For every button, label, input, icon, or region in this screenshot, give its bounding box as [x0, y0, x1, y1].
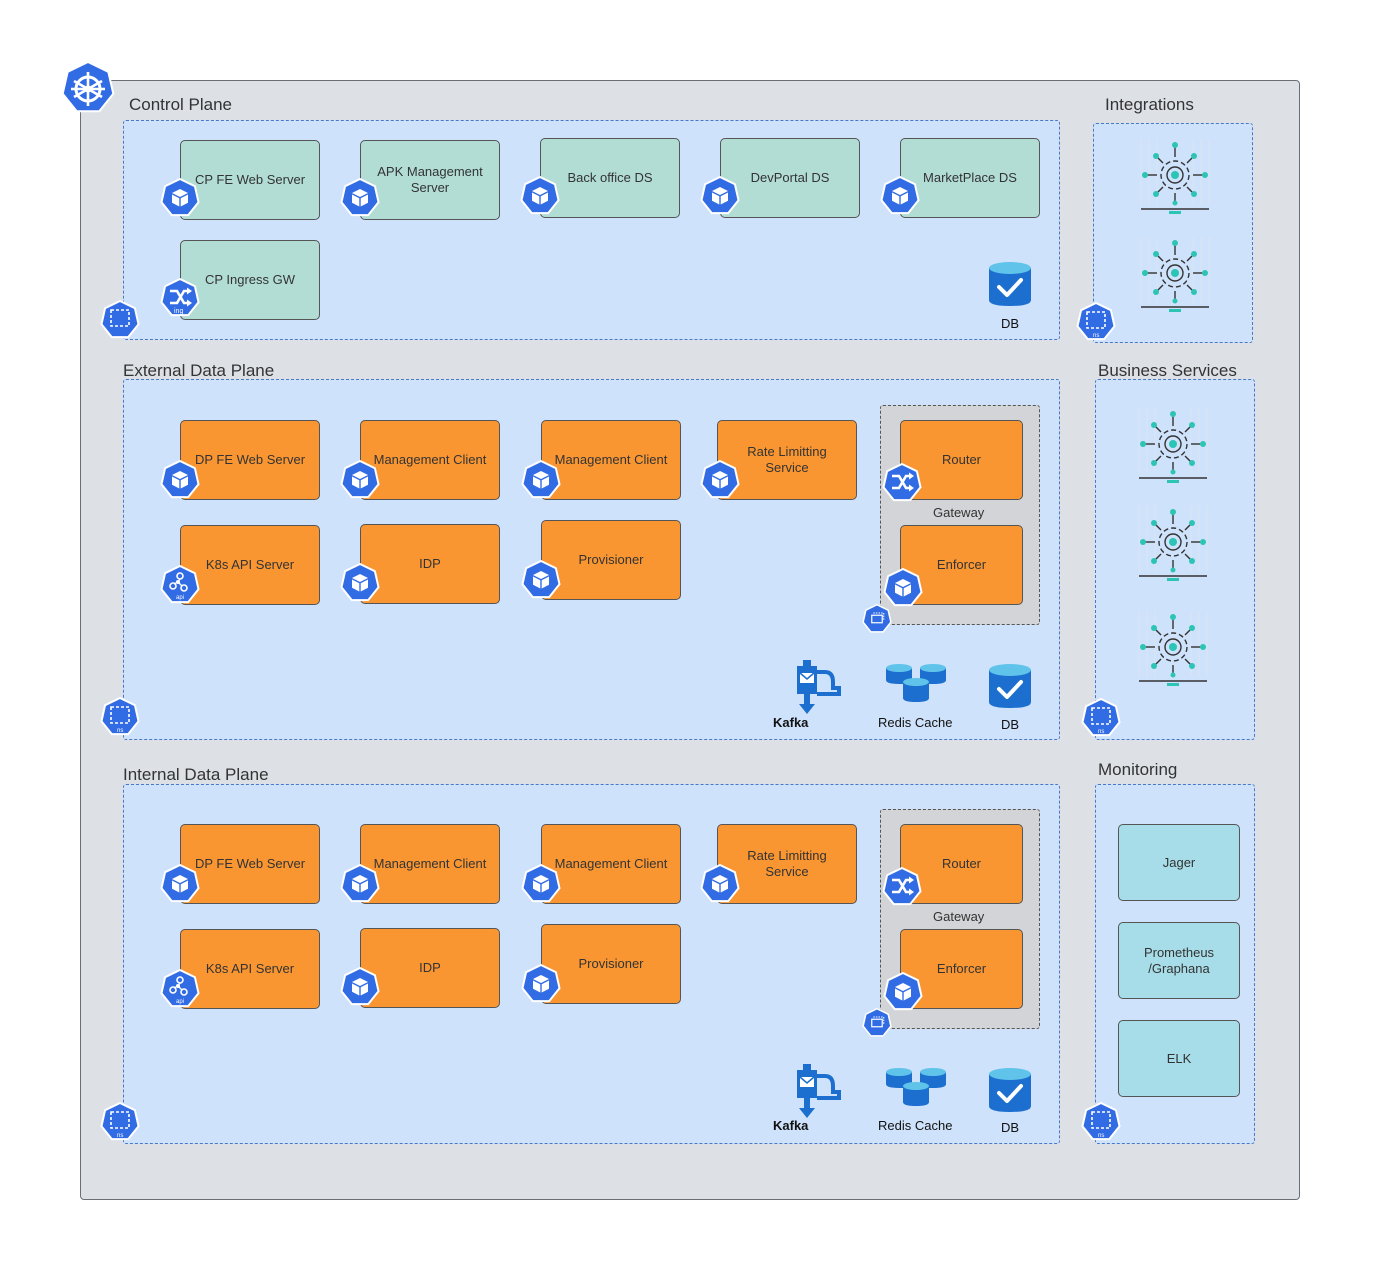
api-badge-text: api: [176, 595, 185, 601]
ns-badge-text: ns: [1098, 729, 1105, 735]
k8s-api-server-card[interactable]: K8s API Server: [180, 929, 320, 1009]
marketplace-ds-card[interactable]: MarketPlace DS: [900, 138, 1040, 218]
pod-icon: [160, 178, 200, 218]
pod-icon: [883, 972, 923, 1012]
redis-icon: [884, 662, 948, 706]
management-client-card[interactable]: Management Client: [541, 420, 681, 500]
ns-badge-text: ns: [1098, 1133, 1105, 1139]
management-client-card[interactable]: Management Client: [541, 824, 681, 904]
integrations-title: Integrations: [1105, 95, 1194, 114]
pod-icon: [520, 176, 560, 216]
ingress-icon: [882, 867, 922, 907]
ns-badge-text: ns: [117, 728, 124, 734]
jager-card[interactable]: Jager: [1118, 824, 1240, 901]
cp-ingress-gw-card[interactable]: CP Ingress GW: [180, 240, 320, 320]
pod-icon: [521, 864, 561, 904]
back-office-ds-card[interactable]: Back office DS: [540, 138, 680, 218]
integration-gear-icon: [1131, 607, 1215, 689]
internal-data-plane-title: Internal Data Plane: [123, 765, 269, 784]
database-icon: [986, 1066, 1034, 1114]
redis-cache-label: Redis Cache: [878, 715, 953, 730]
pod-icon: [700, 460, 740, 500]
redis-cache-label: Redis Cache: [878, 1118, 953, 1133]
rate-limiting-service-card[interactable]: Rate Limitting Service: [717, 420, 857, 500]
dp-fe-web-server-card[interactable]: DP FE Web Server: [180, 824, 320, 904]
business-services-title: Business Services: [1098, 361, 1237, 380]
idp-card[interactable]: IDP: [360, 524, 500, 604]
integration-gear-icon: [1131, 502, 1215, 584]
pod-icon: [880, 176, 920, 216]
pod-icon: [340, 178, 380, 218]
provisioner-card[interactable]: Provisioner: [541, 520, 681, 600]
gateway-label: Gateway: [929, 909, 989, 924]
devportal-ds-card[interactable]: DevPortal DS: [720, 138, 860, 218]
idp-card[interactable]: IDP: [360, 928, 500, 1008]
namespace-icon: [100, 300, 140, 340]
ns-badge-text: ns: [1093, 333, 1100, 339]
pod-icon: [160, 460, 200, 500]
pod-icon: [883, 568, 923, 608]
apk-management-server-card[interactable]: APK Management Server: [360, 140, 500, 220]
pod-icon: [700, 864, 740, 904]
pod-icon: [521, 560, 561, 600]
database-icon: [986, 260, 1034, 308]
redis-icon: [884, 1066, 948, 1110]
kubernetes-logo-icon: [61, 60, 115, 113]
pod-icon: [700, 176, 740, 216]
monitoring-title: Monitoring: [1098, 760, 1178, 779]
kafka-icon: [787, 1062, 843, 1122]
business-services-namespace: [1095, 379, 1255, 740]
internal-db-label: DB: [1001, 1120, 1020, 1135]
replicaset-icon: [862, 1008, 892, 1038]
dp-fe-web-server-card[interactable]: DP FE Web Server: [180, 420, 320, 500]
api-badge-text: api: [176, 999, 185, 1005]
management-client-card[interactable]: Management Client: [360, 420, 500, 500]
rate-limiting-service-card[interactable]: Rate Limitting Service: [717, 824, 857, 904]
control-plane-db-label: DB: [1001, 316, 1020, 331]
integration-gear-icon: [1133, 135, 1217, 217]
control-plane-title: Control Plane: [129, 95, 233, 114]
kafka-icon: [787, 658, 843, 718]
cp-fe-web-server-card[interactable]: CP FE Web Server: [180, 140, 320, 220]
integration-gear-icon: [1133, 233, 1217, 315]
kafka-label: Kafka: [773, 1118, 809, 1133]
ingress-icon: [882, 463, 922, 503]
management-client-card[interactable]: Management Client: [360, 824, 500, 904]
pod-icon: [521, 964, 561, 1004]
external-db-label: DB: [1001, 717, 1020, 732]
kafka-label: Kafka: [773, 715, 809, 730]
ns-badge-text: ns: [117, 1133, 124, 1139]
pod-icon: [340, 563, 380, 603]
pod-icon: [340, 967, 380, 1007]
database-icon: [986, 662, 1034, 710]
replicaset-icon: [862, 604, 892, 634]
pod-icon: [340, 460, 380, 500]
pod-icon: [521, 460, 561, 500]
pod-icon: [340, 864, 380, 904]
prometheus-graphana-card[interactable]: Prometheus /Graphana: [1118, 922, 1240, 999]
k8s-api-server-card[interactable]: K8s API Server: [180, 525, 320, 605]
external-data-plane-title: External Data Plane: [123, 361, 275, 380]
pod-icon: [160, 864, 200, 904]
elk-card[interactable]: ELK: [1118, 1020, 1240, 1097]
gateway-label: Gateway: [929, 505, 989, 520]
ingress-badge-text: ing: [174, 308, 184, 315]
integration-gear-icon: [1131, 404, 1215, 486]
provisioner-card[interactable]: Provisioner: [541, 924, 681, 1004]
